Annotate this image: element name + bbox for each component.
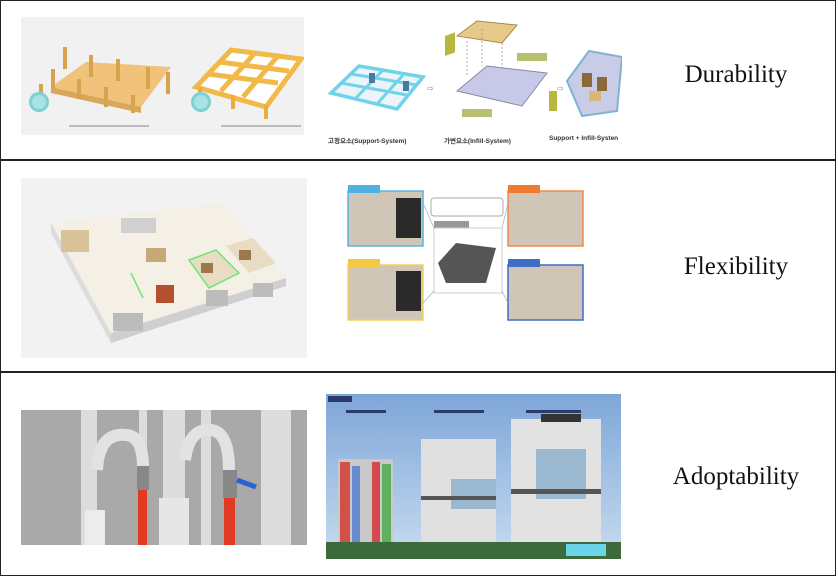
row-adoptability: Adoptability: [1, 373, 835, 577]
caption-infill-system: 가변요소(Infill-System): [444, 138, 511, 145]
row-label-flexibility: Flexibility: [683, 253, 789, 280]
structure-comparison-image: [21, 17, 304, 135]
towers-illustration: [326, 394, 621, 559]
plumbing-pipes-image: [21, 410, 307, 545]
slab-and-frame-illustration: [29, 47, 304, 127]
layout-variants-illustration: [347, 185, 584, 321]
support-infill-diagram: ⇨ ⇨ 고정요소(Support-Sys: [327, 11, 622, 151]
caption-support-infill-system: Support + Infill-Systen: [549, 135, 619, 142]
row-durability: ⇨ ⇨ 고정요소(Support-Sys: [1, 1, 835, 161]
svg-text:⇨: ⇨: [427, 84, 434, 93]
support-infill-illustration: ⇨ ⇨: [327, 20, 622, 118]
apartment-unit-3d-image: [21, 178, 307, 358]
apartment-cutaway-illustration: [51, 203, 286, 343]
caption-support-system: 고정요소(Support-System): [328, 138, 407, 145]
flexible-layouts-diagram: [346, 183, 591, 333]
row-flexibility: Flexibility: [1, 161, 835, 373]
pipes-illustration: [21, 410, 307, 545]
apartment-towers-image: [326, 394, 621, 559]
row-label-adoptability: Adoptability: [672, 463, 800, 490]
row-label-durability: Durability: [684, 61, 788, 88]
svg-text:⇨: ⇨: [557, 84, 564, 93]
